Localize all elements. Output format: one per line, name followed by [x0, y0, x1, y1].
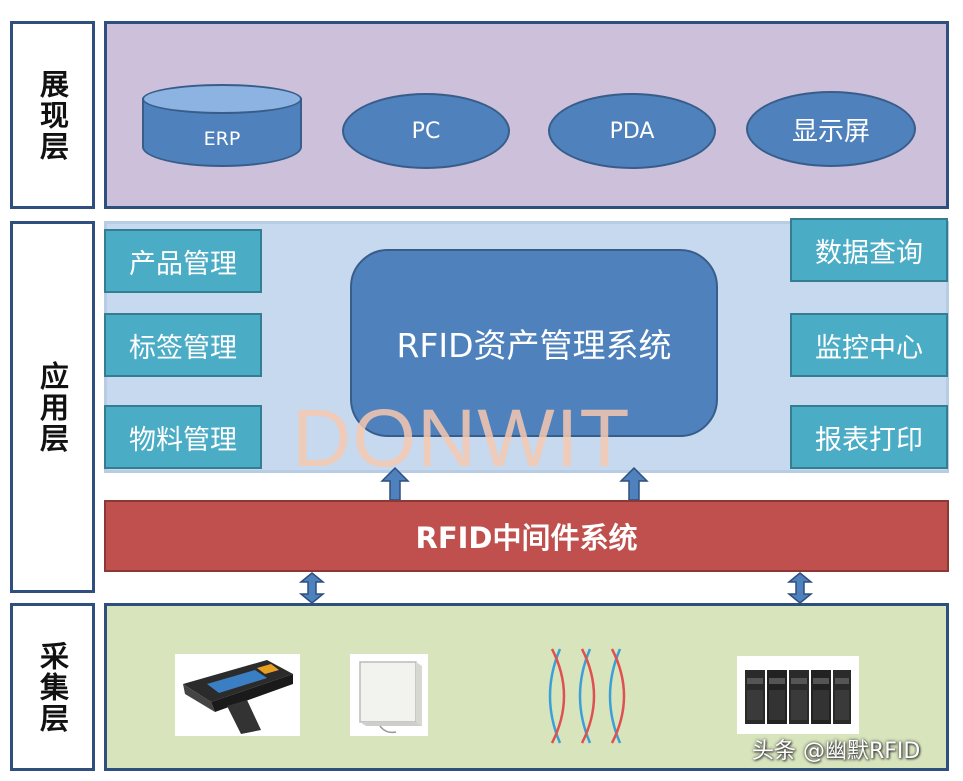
layer-label-collection-text: 采集层: [35, 640, 70, 734]
module-material-management-label: 物料管理: [129, 424, 237, 456]
layer-label-collection: 采集层: [10, 603, 95, 771]
pda-oval: PDA: [548, 93, 716, 169]
erp-cylinder-top: [142, 84, 302, 114]
display-screen-label: 显示屏: [791, 116, 870, 147]
module-monitoring-center: 监控中心: [790, 313, 948, 377]
module-product-management-label: 产品管理: [129, 248, 237, 280]
module-label-management-label: 标签管理: [129, 332, 237, 364]
credit-text: 头条 @幽默RFID: [752, 739, 921, 764]
arrow-up-down-icon: [787, 572, 813, 604]
pc-oval: PC: [342, 93, 510, 169]
module-material-management: 物料管理: [104, 405, 262, 469]
rf-wave-icon: [548, 648, 626, 744]
display-screen-oval: 显示屏: [746, 91, 916, 167]
rfid-middleware-system-label: RFID中间件系统: [415, 521, 638, 555]
module-data-query: 数据查询: [790, 218, 948, 282]
layer-label-application-text: 应用层: [35, 360, 70, 454]
layer-label-display-text: 展现层: [35, 68, 70, 162]
module-monitoring-center-label: 监控中心: [815, 332, 923, 364]
antenna-panel-icon: [359, 661, 422, 734]
module-product-management: 产品管理: [104, 229, 262, 293]
antenna-panel-image: [350, 654, 428, 736]
erp-label: ERP: [203, 127, 241, 150]
layer-label-application: 应用层: [10, 221, 95, 593]
arrow-up-down-icon: [299, 572, 325, 604]
module-label-management: 标签管理: [104, 313, 262, 377]
layer-label-display: 展现层: [10, 21, 95, 209]
erp-database: ERP: [142, 84, 302, 167]
server-rack-icon: [745, 670, 851, 724]
rfid-middleware-system: RFID中间件系统: [104, 500, 949, 572]
module-data-query-label: 数据查询: [815, 237, 923, 269]
watermark-text: DONWIT: [292, 393, 631, 484]
rfid-asset-management-system-label: RFID资产管理系统: [396, 326, 672, 365]
module-report-printing-label: 报表打印: [815, 424, 923, 456]
pc-label: PC: [411, 118, 441, 144]
pda-label: PDA: [609, 118, 655, 144]
server-rack-image: [737, 656, 859, 734]
handheld-reader-icon: [183, 660, 293, 734]
rfid-asset-management-system: RFID资产管理系统: [350, 249, 718, 437]
handheld-reader-image: [175, 654, 300, 736]
module-report-printing: 报表打印: [790, 405, 948, 469]
